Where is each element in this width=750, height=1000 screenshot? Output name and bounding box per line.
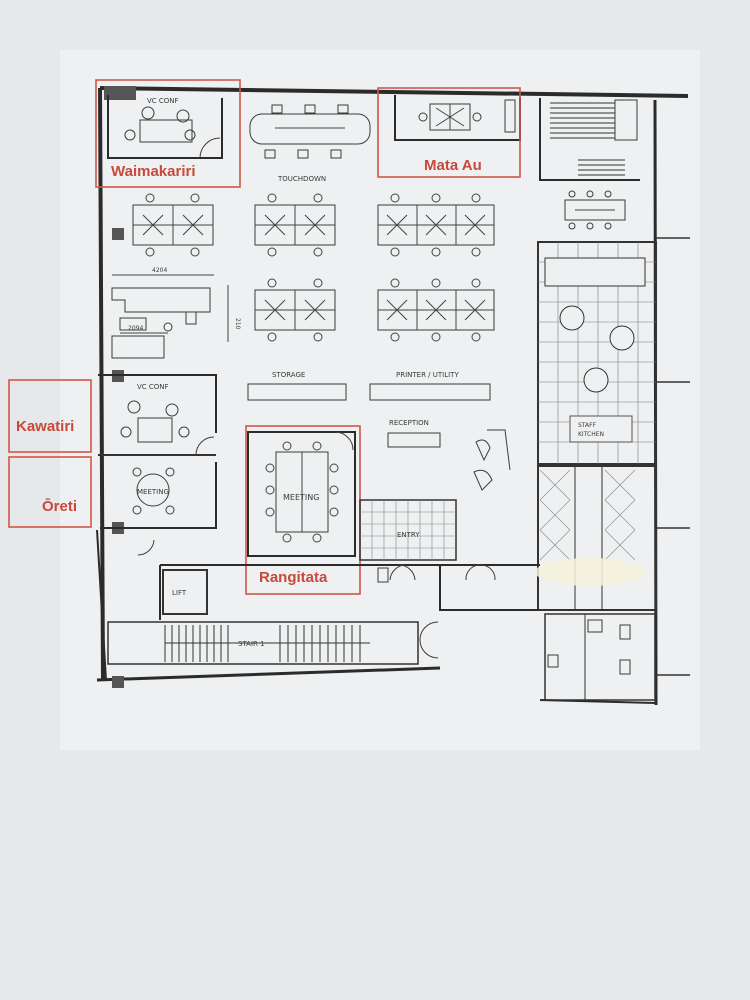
- stair-top-right: [539, 98, 640, 181]
- desk-cluster-e: [377, 289, 495, 331]
- vc-conf-top-room[interactable]: VC CONF: [107, 95, 223, 159]
- desk-cluster-a: [132, 204, 214, 246]
- vc-conf-mid-label: VC CONF: [137, 383, 169, 391]
- staff-kitchen[interactable]: STAFF KITCHEN: [537, 241, 657, 465]
- reception-area: RECEPTION: [387, 419, 511, 491]
- printer-utility-area: PRINTER / UTILITY: [369, 371, 491, 401]
- touchdown-table: TOUCHDOWN: [249, 104, 371, 183]
- rangitata-label[interactable]: Rangitata: [259, 569, 328, 586]
- printer-utility-label: PRINTER / UTILITY: [396, 371, 459, 379]
- meeting-small-label: MEETING: [137, 488, 169, 496]
- kitchen-label: KITCHEN: [578, 431, 604, 438]
- dim-2094: 2094: [128, 325, 143, 332]
- desk-cluster-d: [254, 289, 336, 331]
- touchdown-label: TOUCHDOWN: [277, 175, 326, 183]
- stair-1[interactable]: STAIR 1: [107, 621, 419, 665]
- lift-shaft[interactable]: LIFT: [162, 569, 208, 615]
- kawatiri-outline: [8, 379, 92, 453]
- window-marks: [656, 237, 690, 676]
- meeting-large-room[interactable]: MEETING: [247, 431, 356, 557]
- storage-area: STORAGE: [247, 371, 347, 401]
- desk-cluster-c: [377, 204, 495, 246]
- bathrooms: [537, 465, 657, 701]
- lounge-sofas: 4204 2094 210: [111, 267, 241, 359]
- oreti-label[interactable]: Ōreti: [42, 498, 77, 515]
- dim-210: 210: [234, 318, 241, 330]
- entry-label: ENTRY: [397, 531, 420, 539]
- stair-label: STAIR 1: [238, 640, 265, 648]
- mata-au-label[interactable]: Mata Au: [424, 157, 482, 174]
- staff-label: STAFF: [578, 422, 597, 429]
- corridor-walls: [137, 539, 540, 659]
- lift-label: LIFT: [172, 589, 187, 597]
- kitchen-table-top: [564, 190, 626, 230]
- storage-label: STORAGE: [272, 371, 305, 379]
- waimakariri-label[interactable]: Waimakariri: [111, 163, 196, 180]
- entry-area[interactable]: ENTRY: [359, 499, 457, 561]
- kawatiri-label[interactable]: Kawatiri: [16, 418, 74, 435]
- vc-conf-top-label: VC CONF: [147, 97, 179, 105]
- vc-conf-mid-room[interactable]: VC CONF: [98, 374, 217, 456]
- waimakariri-outline: [95, 79, 241, 188]
- meeting-small-room[interactable]: MEETING: [100, 462, 217, 529]
- reception-label: RECEPTION: [389, 419, 429, 427]
- desk-chairs: [145, 193, 481, 342]
- meeting-large-label: MEETING: [283, 493, 319, 502]
- mata-au-outline: [377, 87, 521, 178]
- glare-reflection: [535, 558, 645, 586]
- desk-cluster-b: [254, 204, 336, 246]
- oreti-outline: [8, 456, 92, 528]
- dim-4204: 4204: [152, 267, 167, 274]
